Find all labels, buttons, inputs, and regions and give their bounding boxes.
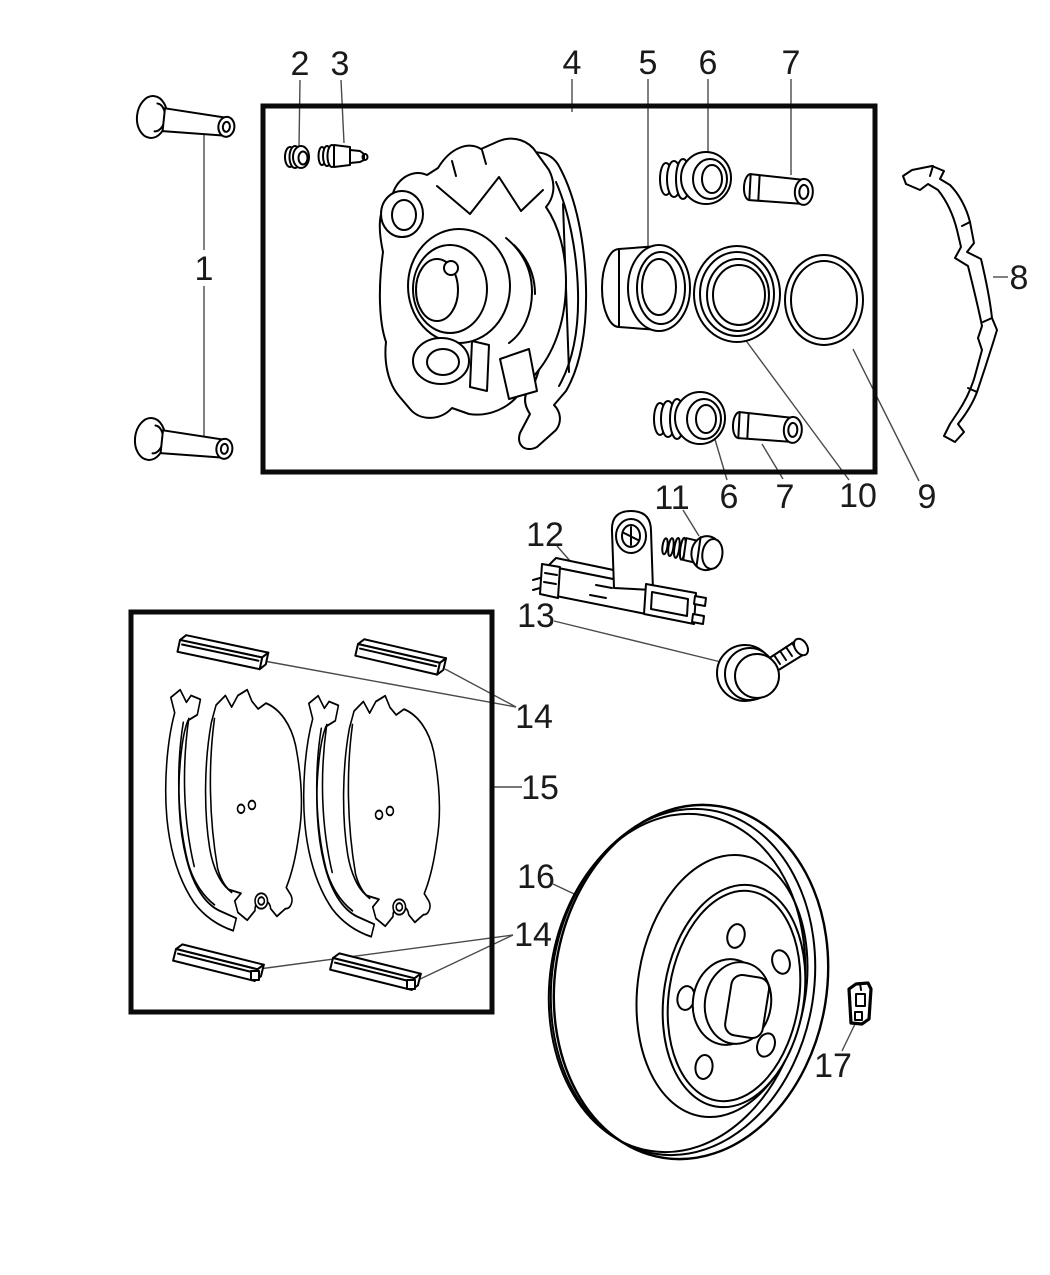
guide-bushing-bottom xyxy=(653,391,726,445)
callout-15: 15 xyxy=(521,769,559,807)
clip-hook-left xyxy=(250,970,260,981)
callout-13: 13 xyxy=(517,597,555,635)
clip-hook-right xyxy=(406,979,416,990)
callout-4: 4 xyxy=(563,44,582,82)
anti-rattle-clip-top-right xyxy=(354,637,448,677)
caliper-bolt-bottom xyxy=(131,415,236,470)
callout-5: 5 xyxy=(639,44,658,82)
rotor-clip xyxy=(847,981,873,1026)
piston-boot-seal xyxy=(693,245,781,343)
caliper-spring-clip xyxy=(902,165,998,443)
callout-7-top: 7 xyxy=(782,44,801,82)
wheel-speed-sensor xyxy=(532,510,707,625)
callout-11: 11 xyxy=(654,479,689,517)
callout-1: 1 xyxy=(195,250,214,288)
callout-6-bottom: 6 xyxy=(720,478,739,516)
guide-bushing-top xyxy=(659,151,732,205)
brake-caliper xyxy=(378,137,588,451)
caliper-piston xyxy=(601,244,691,332)
bleeder-screw xyxy=(317,144,369,168)
piston-seal-oring xyxy=(784,254,864,346)
callout-14-bottom: 14 xyxy=(514,916,552,954)
callout-3: 3 xyxy=(331,45,350,83)
anti-rattle-clip-top-left xyxy=(176,633,270,672)
callouts: 2 3 4 5 6 7 1 8 11 6 7 10 9 12 13 14 15 … xyxy=(195,44,1029,1085)
guide-pin-top xyxy=(742,172,815,207)
callout-2: 2 xyxy=(291,45,310,83)
brake-pad-set-left xyxy=(164,688,303,932)
callout-10: 10 xyxy=(839,477,877,515)
callout-9: 9 xyxy=(918,478,937,516)
hub-pin xyxy=(716,637,810,702)
sensor-hex-bolt xyxy=(661,535,724,572)
callout-6-top: 6 xyxy=(699,44,718,82)
callout-7-bottom: 7 xyxy=(776,478,795,516)
callout-8: 8 xyxy=(1010,259,1029,297)
brake-pads-box xyxy=(128,609,495,1015)
callout-17: 17 xyxy=(814,1047,852,1085)
leader-lines xyxy=(203,79,1008,1052)
caliper-bolt-top xyxy=(133,93,238,148)
callout-14-top: 14 xyxy=(515,698,553,736)
caliper-parts-box xyxy=(260,103,878,475)
cap-nut xyxy=(284,145,310,169)
callout-12: 12 xyxy=(526,516,564,554)
guide-pin-bottom xyxy=(731,410,804,445)
callout-16: 16 xyxy=(517,858,555,896)
brake-rotor xyxy=(547,803,830,1161)
brake-pad-set-right xyxy=(302,694,441,938)
